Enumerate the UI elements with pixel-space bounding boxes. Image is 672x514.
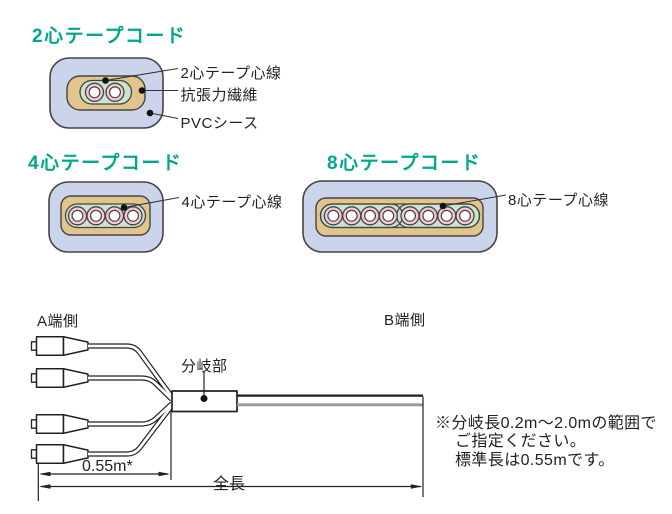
connector-4	[30, 444, 89, 464]
cross-section-8core	[302, 180, 507, 253]
connector-2	[30, 368, 89, 388]
label-4core-tape: 4心テープ心線	[181, 194, 283, 211]
note-line3: 標準長は0.55mです。	[455, 451, 615, 469]
leader-dot	[138, 87, 146, 94]
label-a-end: A端側	[37, 313, 79, 330]
label-b-end: B端側	[384, 312, 426, 329]
connector-1	[30, 336, 89, 356]
note-line2: ご指定ください。	[455, 433, 587, 450]
cross-section-4core	[48, 181, 180, 253]
cable-assembly	[30, 336, 424, 501]
dimension-branch-length	[39, 471, 170, 477]
note-line1: ※分岐長0.2m～2.0mの範囲で	[435, 414, 657, 432]
cross-section-2core	[49, 57, 179, 129]
title-2core: 2心テープコード	[32, 26, 187, 47]
leader-dot	[439, 202, 447, 210]
label-total-length: 全長	[213, 476, 246, 493]
label-8core-tape: 8心テープ心線	[508, 191, 609, 209]
dimension-total-length	[39, 484, 423, 489]
label-pvc-sheath: PVCシース	[180, 114, 259, 132]
connector-3	[30, 414, 89, 434]
label-2core-tape: 2心テープ心線	[180, 64, 282, 82]
title-4core: 4心テープコード	[28, 153, 183, 174]
leader-dot	[102, 77, 109, 84]
cores-8	[323, 206, 475, 226]
label-branch: 分岐部	[181, 358, 228, 375]
leader-dot	[120, 204, 128, 211]
label-tension-fiber: 抗張力繊維	[180, 86, 259, 104]
leader-dot	[200, 395, 208, 402]
title-8core: 8心テープコード	[327, 153, 482, 174]
label-branch-length: 0.55m*	[82, 458, 133, 475]
cores-4	[67, 206, 143, 226]
branch-cables	[88, 343, 175, 457]
leader-dot	[146, 109, 154, 117]
